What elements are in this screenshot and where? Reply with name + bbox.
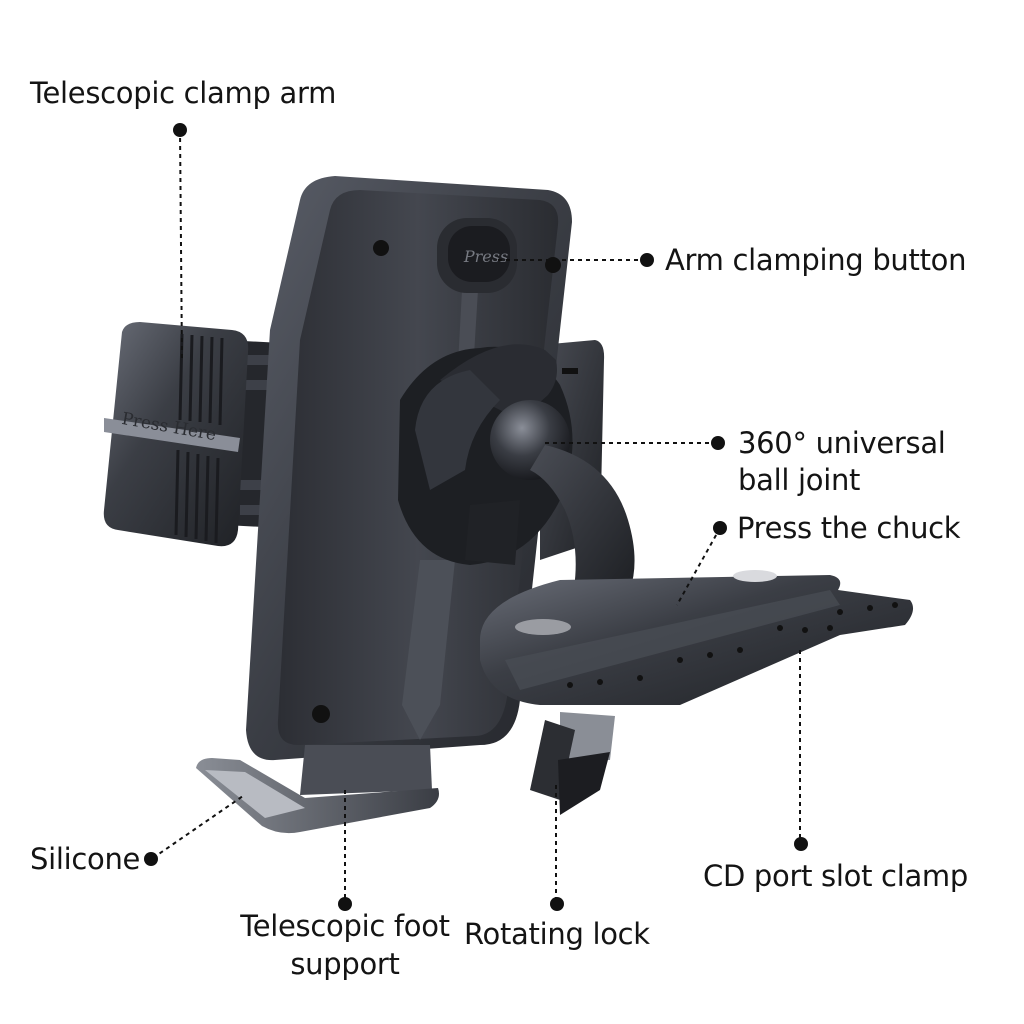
dot-silicone: [144, 852, 158, 866]
arm-clamping-button: Press: [437, 218, 517, 293]
leader-press-the-chuck: [676, 527, 721, 606]
label-telescopic-foot-line1: Telescopic foot: [240, 909, 450, 943]
label-telescopic-foot-line2: support: [290, 947, 400, 981]
label-ball-joint-line1: 360° universal: [738, 426, 946, 460]
ball-joint-housing: [398, 344, 573, 565]
label-telescopic-clamp-arm: Telescopic clamp arm: [30, 76, 337, 110]
dot-arm-clamping-button: [640, 253, 654, 267]
label-silicone: Silicone: [30, 842, 141, 876]
left-clamp-pad: Press Here: [103, 322, 249, 547]
label-ball-joint-line2: ball joint: [738, 463, 861, 497]
dot-cd-slot-clamp: [794, 837, 808, 851]
label-cd-port-slot-clamp: CD port slot clamp: [703, 859, 968, 893]
leader-silicone: [152, 795, 244, 859]
label-press-the-chuck: Press the chuck: [737, 511, 961, 545]
label-arm-clamping-button: Arm clamping button: [665, 243, 967, 277]
leader-dots: [144, 123, 808, 911]
dot-press-the-chuck: [713, 521, 727, 535]
dot-telescopic-clamp-arm: [173, 123, 187, 137]
leader-lines: [152, 129, 801, 905]
cd-slot-clamp: [480, 570, 914, 705]
label-ball-joint: 360° universal ball joint: [738, 426, 946, 497]
dot-ball-joint: [711, 436, 725, 450]
rotating-lock: [530, 712, 615, 815]
label-telescopic-foot: Telescopic foot support: [232, 909, 458, 981]
dot-rotating-lock: [550, 897, 564, 911]
gooseneck-stem: [530, 445, 635, 590]
press-button-text: Press: [463, 247, 508, 266]
label-rotating-lock: Rotating lock: [464, 917, 650, 951]
leader-telescopic-clamp-arm: [179, 129, 183, 363]
dot-telescopic-foot: [338, 897, 352, 911]
telescopic-foot: [196, 745, 439, 834]
